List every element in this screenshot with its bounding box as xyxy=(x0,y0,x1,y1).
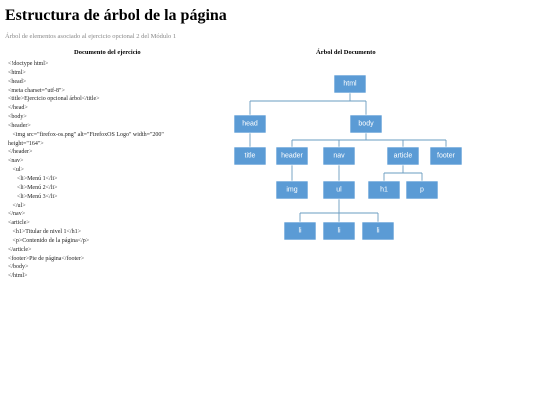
page-title: Estructura de árbol de la página xyxy=(5,7,227,24)
tree-node-box xyxy=(333,74,367,94)
code-line: <h1>Titular de nivel 1</h1> xyxy=(8,229,81,236)
code-line: </ul> xyxy=(8,202,26,209)
code-line: <header> xyxy=(8,122,31,129)
tree-node-header: header xyxy=(275,146,309,166)
tree-node-label: ul xyxy=(336,187,342,194)
code-line: <li>Menú 3</li> xyxy=(8,193,58,200)
tree-node-box xyxy=(322,146,356,166)
code-line: <nav> xyxy=(8,158,24,165)
code-line: <footer>Pie de página</footer> xyxy=(8,255,85,262)
code-line: </header> xyxy=(8,149,33,156)
tree-node-label: li xyxy=(376,228,380,235)
code-line: <li>Menú 1</li> xyxy=(8,175,58,182)
tree-node-ul: ul xyxy=(322,180,356,200)
code-line: <!doctype html> xyxy=(8,61,49,67)
tree-node-label: li xyxy=(298,228,302,235)
code-line: <li>Menú 2</li> xyxy=(8,184,58,191)
code-line: height="164"> xyxy=(8,140,44,147)
code-line: </article> xyxy=(8,246,32,253)
tree-node-body: body xyxy=(349,114,383,134)
tree-node-p: p xyxy=(405,180,439,200)
code-line: <title>Ejercicio opcional árbol</title> xyxy=(8,96,100,103)
tree-node-label: title xyxy=(245,153,256,160)
tree-node-box xyxy=(283,221,317,241)
tree-node-li2: li xyxy=(322,221,356,241)
tree-node-box xyxy=(429,146,463,166)
tree-node-li3: li xyxy=(361,221,395,241)
tree-node-box xyxy=(322,180,356,200)
tree-node-box xyxy=(275,146,309,166)
code-line: <html> xyxy=(8,69,26,76)
tree-node-label: html xyxy=(343,81,357,88)
code-line: <head> xyxy=(8,78,27,85)
tree-heading: Árbol del Documento xyxy=(316,49,376,56)
tree-node-article: article xyxy=(386,146,420,166)
code-line: </html> xyxy=(8,273,28,280)
tree-node-footer: footer xyxy=(429,146,463,166)
tree-node-head: head xyxy=(233,114,267,134)
code-line: </body> xyxy=(8,264,29,271)
tree-node-box xyxy=(349,114,383,134)
tree-node-label: article xyxy=(394,153,413,160)
code-line: <p>Contenido de la página</p> xyxy=(8,237,90,244)
code-line: </head> xyxy=(8,105,28,112)
tree-node-box xyxy=(386,146,420,166)
tree-node-box xyxy=(367,180,401,200)
tree-node-label: footer xyxy=(437,153,456,160)
code-line: <ul> xyxy=(8,167,24,174)
tree-node-label: head xyxy=(242,121,258,128)
tree-node-box xyxy=(233,114,267,134)
tree-node-box xyxy=(233,146,267,166)
tree-node-label: h1 xyxy=(380,187,388,194)
tree-node-label: p xyxy=(420,187,424,194)
document-heading: Documento del ejercicio xyxy=(74,49,141,56)
tree-node-label: header xyxy=(281,153,303,160)
tree-node-box xyxy=(322,221,356,241)
tree-node-label: img xyxy=(286,187,297,194)
code-line: <body> xyxy=(8,114,27,121)
tree-node-html: html xyxy=(333,74,367,94)
code-line: <img src="firefox-os.png" alt="FirefoxOS… xyxy=(8,131,164,138)
tree-node-label: nav xyxy=(333,153,345,160)
code-line: <meta charset="utf-8"> xyxy=(8,87,65,94)
code-line: <article> xyxy=(8,220,30,227)
tree-node-img: img xyxy=(275,180,309,200)
tree-node-box xyxy=(361,221,395,241)
tree-node-box xyxy=(405,180,439,200)
tree-node-li1: li xyxy=(283,221,317,241)
code-line: </nav> xyxy=(8,211,26,218)
tree-node-label: body xyxy=(358,121,374,128)
tree-node-label: li xyxy=(337,228,341,235)
tree-nodes: html head body title header nav article footer i… xyxy=(233,74,463,241)
tree-node-nav: nav xyxy=(322,146,356,166)
tree-node-box xyxy=(275,180,309,200)
page-subtitle: Árbol de elementos asociado al ejercicio… xyxy=(5,33,177,40)
tree-node-title: title xyxy=(233,146,267,166)
code-listing: <!doctype html> <html> <head> <meta charset… xyxy=(8,60,164,281)
tree-node-h1: h1 xyxy=(367,180,401,200)
